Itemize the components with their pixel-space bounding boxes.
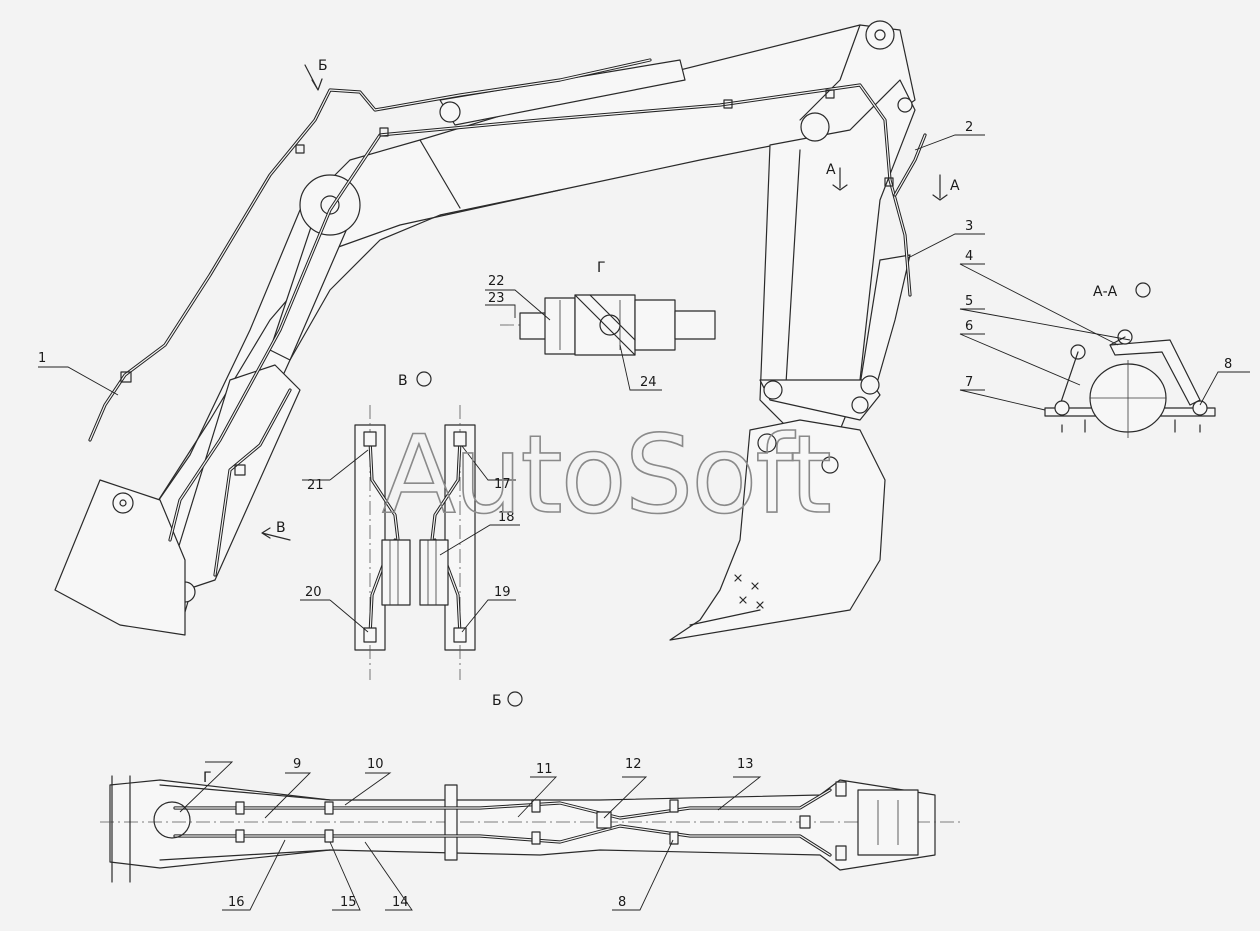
view-arrow-v: В: [276, 520, 286, 536]
detail-g-title: Г: [597, 260, 606, 276]
callout-2: 2: [965, 120, 973, 135]
view-arrow-b: Б: [318, 58, 328, 74]
callout-12: 12: [625, 757, 642, 772]
callout-18: 18: [498, 510, 515, 525]
view-b-title: Б: [492, 693, 502, 709]
plan-detail-g-label: Г: [203, 770, 212, 786]
detail-g-coupling: Г: [500, 260, 716, 356]
callout-14: 14: [392, 895, 409, 910]
callout-17: 17: [494, 477, 511, 492]
callout-13: 13: [737, 757, 754, 772]
section-arrow-a-right: А: [950, 178, 960, 194]
callout-9: 9: [293, 757, 301, 772]
callout-7: 7: [965, 375, 973, 390]
callout-24: 24: [640, 375, 657, 390]
callout-6: 6: [965, 319, 973, 334]
callout-leaders: [38, 134, 1250, 911]
bucket-teeth: [734, 574, 764, 609]
section-aa-title: А-А: [1093, 284, 1118, 300]
callout-numbers: 1 2 3 4 5 6 7 8 9 10 11 12 13 14 15 16 1…: [38, 120, 1232, 910]
view-v-title: В: [398, 373, 408, 389]
callout-19: 19: [494, 585, 511, 600]
callout-20: 20: [305, 585, 322, 600]
callout-11: 11: [536, 762, 553, 777]
callout-5: 5: [965, 294, 973, 309]
watermark-text: AutoSoft: [382, 413, 830, 538]
section-arrow-a-left: А: [826, 162, 836, 178]
callout-8-section: 8: [1224, 357, 1232, 372]
callout-8-plan: 8: [618, 895, 626, 910]
callout-16: 16: [228, 895, 245, 910]
callout-15: 15: [340, 895, 357, 910]
callout-4: 4: [965, 249, 973, 264]
callout-10: 10: [367, 757, 384, 772]
callout-1: 1: [38, 351, 46, 366]
callout-21: 21: [307, 478, 324, 493]
section-a-a: А-А: [1044, 282, 1216, 438]
boom-plan-view: Г: [100, 770, 960, 883]
view-v-bracket: В Б: [354, 371, 523, 709]
callout-23: 23: [488, 291, 505, 306]
boom-side-view: А А Б В: [54, 20, 960, 641]
callout-22: 22: [488, 274, 505, 289]
callout-3: 3: [965, 219, 973, 234]
